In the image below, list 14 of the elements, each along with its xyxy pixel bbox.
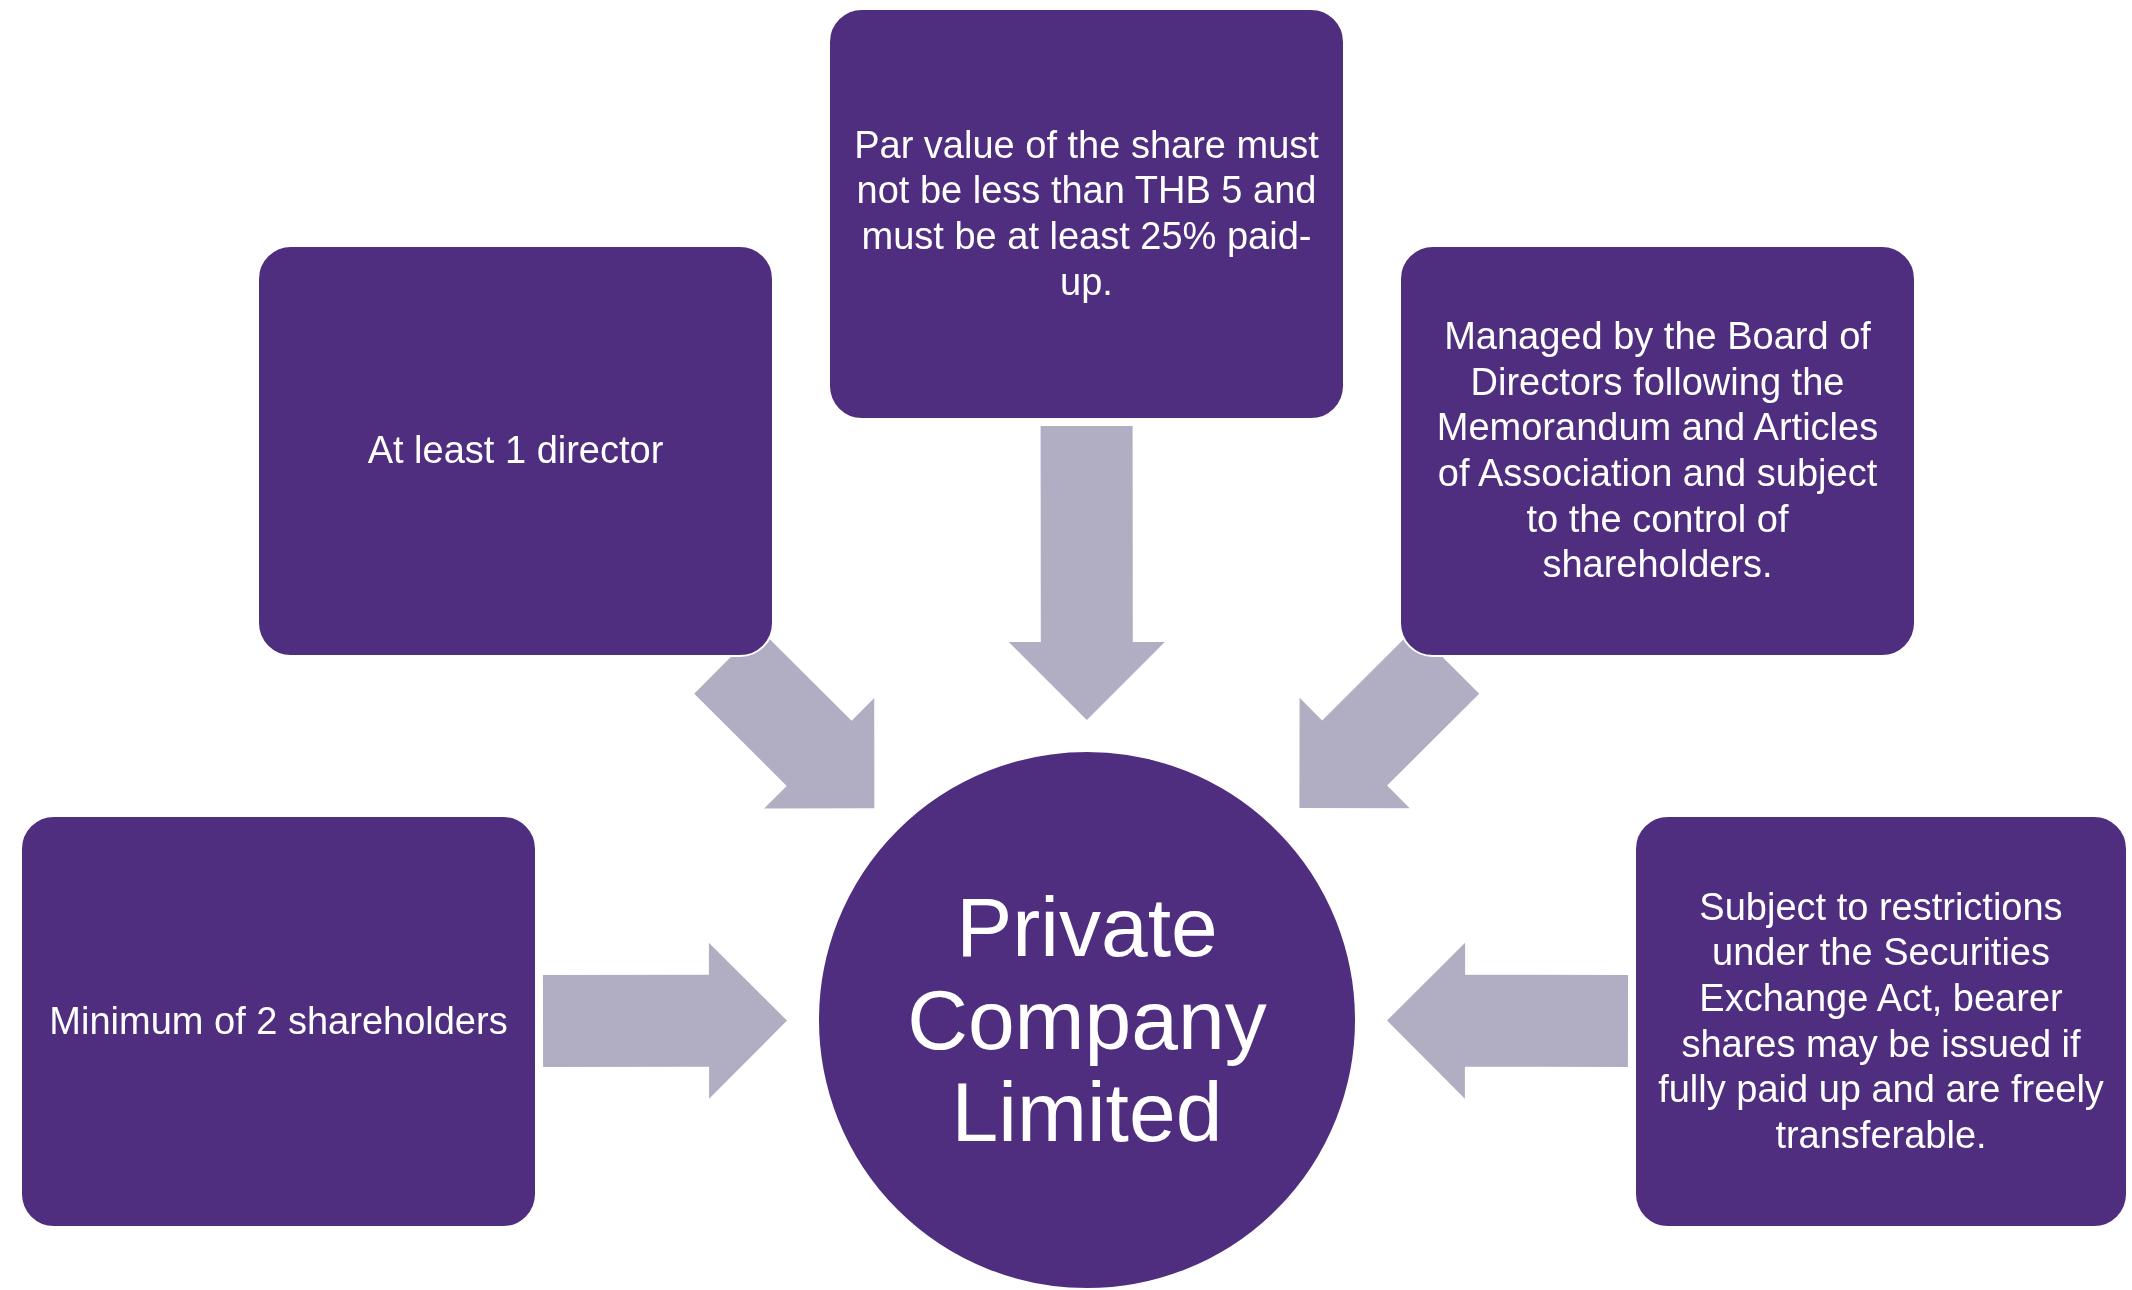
info-box bbox=[257, 245, 774, 657]
block-arrow bbox=[1387, 942, 1629, 1099]
center-title: Private Company Limited bbox=[906, 881, 1268, 1159]
box-text: Managed by the Board of Directors following the Memorandum and Articles of Association and subject to the control of shareholders. bbox=[1435, 314, 1880, 588]
info-box bbox=[1634, 815, 2128, 1228]
block-arrow bbox=[1008, 426, 1165, 720]
box-text: Minimum of 2 shareholders bbox=[49, 998, 508, 1044]
box-text: Subject to restrictions under the Securities Exchange Act, bearer shares may be issued if fully paid up and are freely transferable. bbox=[1657, 884, 2105, 1158]
box-text: Par value of the share must not be less than THB 5 and must be at least 25% paid-up. bbox=[853, 122, 1320, 305]
block-arrow bbox=[542, 942, 787, 1099]
info-box bbox=[828, 8, 1345, 420]
info-box bbox=[20, 815, 537, 1228]
info-box bbox=[1399, 245, 1916, 657]
box-text: At least 1 director bbox=[367, 428, 664, 474]
